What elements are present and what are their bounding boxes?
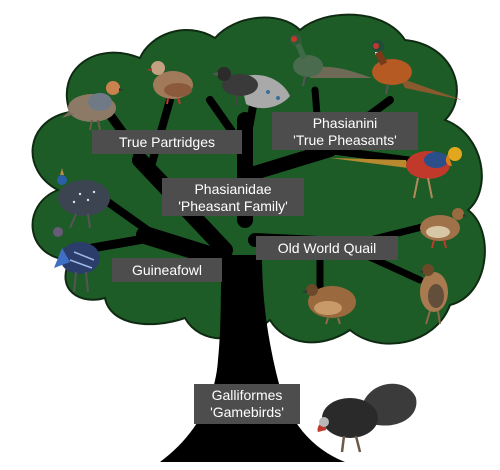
francolin-icon [420,208,467,249]
turkey-icon [317,383,417,453]
common-pheasant-icon [372,40,462,100]
green-pheasant-icon [290,34,372,87]
label-true-partridges-text: True Partridges [119,134,215,150]
label-phasianini: Phasianini 'True Pheasants' [272,112,418,150]
label-phasianidae-line1: Phasianidae [194,181,272,197]
label-phasianidae-line2: 'Pheasant Family' [178,198,288,214]
common-quail-icon [302,284,356,325]
label-galliformes-line1: Galliformes [211,387,283,403]
red-legged-partridge-icon [147,61,193,105]
label-galliformes: Galliformes 'Gamebirds' [194,384,300,424]
peacock-pheasant-icon [212,67,290,109]
label-true-partridges: True Partridges [92,130,242,154]
label-guineafowl: Guineafowl [112,258,222,282]
label-phasianini-line1: Phasianini [312,115,378,131]
helmeted-guineafowl-icon [57,168,110,229]
label-old-world-quail-text: Old World Quail [277,240,377,256]
label-old-world-quail: Old World Quail [256,236,398,260]
vulturine-guineafowl-icon [53,227,100,293]
label-phasianidae: Phasianidae 'Pheasant Family' [162,178,304,216]
rain-quail-icon [419,264,448,325]
grey-partridge-icon [62,81,124,131]
label-guineafowl-text: Guineafowl [131,262,203,278]
golden-pheasant-icon [330,147,462,199]
label-galliformes-line2: 'Gamebirds' [210,404,284,420]
label-phasianini-line2: 'True Pheasants' [293,132,397,148]
